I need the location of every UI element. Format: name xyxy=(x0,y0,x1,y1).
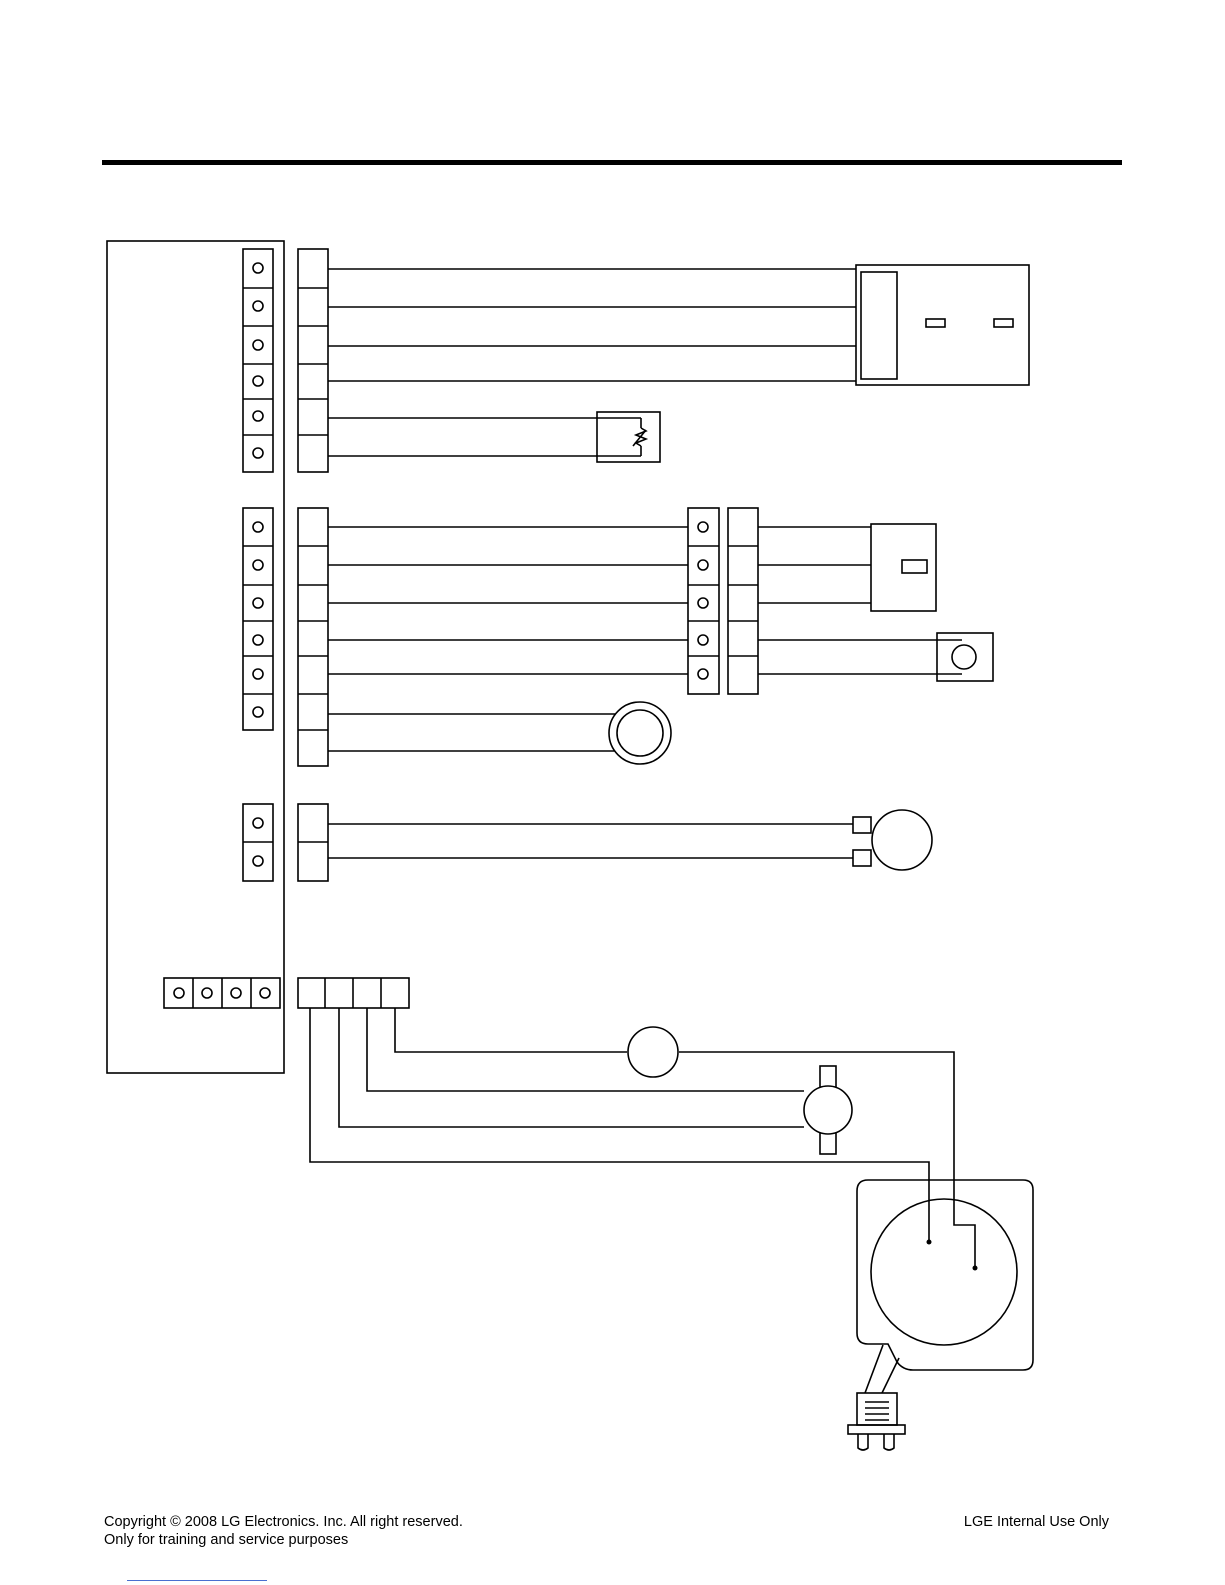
housing-a xyxy=(298,249,328,472)
housing-c xyxy=(298,804,328,881)
wires-c xyxy=(328,824,853,858)
pcb-connector-b xyxy=(243,508,273,730)
header-rule xyxy=(102,160,1122,165)
fuse-icon xyxy=(628,1027,678,1077)
copyright-line-1: Copyright © 2008 LG Electronics. Inc. Al… xyxy=(104,1513,463,1531)
housing-b xyxy=(298,508,328,766)
capacitor-motor-icon xyxy=(804,1066,852,1154)
pcb-connector-c xyxy=(243,804,273,881)
plug-icon xyxy=(848,1393,905,1450)
internal-use-label: LGE Internal Use Only xyxy=(964,1513,1109,1531)
wires-relay xyxy=(758,527,962,674)
copyright-notice: Copyright © 2008 LG Electronics. Inc. Al… xyxy=(104,1513,463,1549)
relay-housing xyxy=(728,508,758,694)
power-cord xyxy=(865,1345,899,1393)
display-pcb xyxy=(856,265,1029,385)
pcb-connector-a xyxy=(243,249,273,472)
copyright-line-2: Only for training and service purposes xyxy=(104,1531,463,1549)
thermistor-icon xyxy=(597,412,660,462)
link-underline xyxy=(127,1580,267,1581)
pcb-connector-d xyxy=(164,978,280,1008)
wires-b xyxy=(328,527,688,751)
main-pcb xyxy=(107,241,284,1073)
power-cord-housing xyxy=(857,1180,1033,1370)
motor-icon xyxy=(853,810,932,870)
sensor-module xyxy=(871,524,936,611)
relay-connector xyxy=(688,508,719,694)
transformer-coil-icon xyxy=(609,702,671,764)
wires-a xyxy=(328,269,856,456)
housing-d xyxy=(298,978,409,1008)
